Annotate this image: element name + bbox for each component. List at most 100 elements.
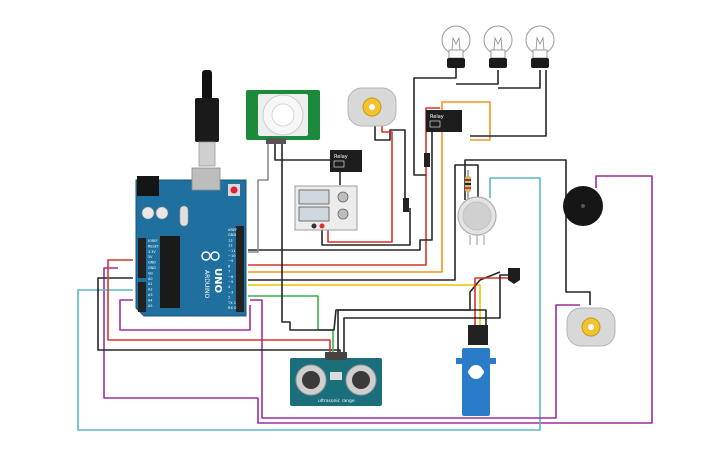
ultrasonic-pins[interactable]	[325, 352, 347, 360]
pir-pins[interactable]	[266, 138, 286, 144]
arduino-uno-board[interactable]: ARDUINO UNO AREFGND1312~11~10~987~6~54~3…	[135, 70, 247, 317]
wire-yellow-servo[interactable]	[248, 284, 481, 330]
power-pin-label: 5V	[148, 255, 153, 259]
wire-black-bulbs-relay[interactable]	[470, 70, 547, 137]
wire-black-bulbs-3[interactable]	[498, 70, 541, 89]
power-pin-label: A2	[148, 288, 152, 292]
power-supply-display	[298, 206, 330, 222]
relay-icon	[429, 120, 441, 128]
wire-cyan-loop[interactable]	[77, 177, 541, 431]
light-bulb-icon[interactable]	[525, 25, 555, 68]
digital-pin-label: TX 1	[227, 301, 236, 305]
digital-pin-label: 13	[228, 238, 233, 242]
slide-switch[interactable]	[424, 153, 430, 167]
light-bulb-icon[interactable]	[483, 25, 513, 68]
capacitor	[155, 206, 169, 220]
power-pin-label: 3.3V	[148, 250, 156, 254]
dc-motor-bottom[interactable]	[566, 307, 616, 347]
power-pin-label: IOREF	[148, 239, 158, 243]
slide-switch[interactable]	[403, 198, 409, 212]
power-pin-label: A3	[148, 293, 152, 297]
wire-black-gas-right[interactable]	[464, 159, 591, 305]
relay-label: Relay	[334, 154, 348, 160]
wire-orange-relay[interactable]	[248, 101, 491, 273]
wire-black-relay2[interactable]	[248, 130, 433, 251]
power-pin-label: RESET	[148, 244, 160, 248]
usb-port	[191, 167, 221, 191]
usb-plug	[195, 98, 219, 142]
wire-layer	[77, 68, 653, 431]
relay-module-2[interactable]: Relay	[426, 110, 462, 132]
reset-button-cap[interactable]	[230, 186, 238, 194]
digital-pin-label: ~10	[228, 254, 236, 258]
servo-horn[interactable]	[468, 369, 484, 375]
relay-body	[330, 150, 362, 172]
wire-black-sonar[interactable]	[343, 274, 512, 358]
arduino-model: UNO	[212, 268, 223, 293]
pir-sensor[interactable]	[246, 90, 320, 144]
resistor[interactable]	[465, 170, 471, 200]
power-pin-label: A1	[148, 282, 152, 286]
pir-lens	[271, 103, 295, 127]
digital-pin-label: ~6	[228, 275, 234, 279]
wire-red-left[interactable]	[107, 259, 331, 358]
wire-black-bulbs-2[interactable]	[456, 70, 499, 85]
analog-header[interactable]	[138, 282, 146, 312]
power-supply-knob[interactable]	[337, 208, 349, 220]
digital-pin-label: ~5	[228, 280, 233, 284]
ultrasonic-sensor[interactable]: ultrasonic range	[290, 352, 382, 406]
power-jack	[137, 176, 159, 196]
power-pin-label: A4	[148, 298, 152, 302]
ultrasonic-mesh	[302, 371, 320, 389]
digital-header[interactable]	[236, 226, 244, 312]
temperature-sensor[interactable]	[508, 268, 520, 284]
wire-black-motor-top[interactable]	[374, 120, 406, 200]
digital-pin-label: 8	[228, 264, 231, 268]
servo-connector[interactable]	[468, 325, 488, 345]
wire-purple-sonar[interactable]	[119, 299, 251, 331]
ultrasonic-label: ultrasonic range	[318, 398, 355, 404]
ultrasonic-crystal	[330, 372, 342, 380]
wire-black-bulbs-1[interactable]	[413, 68, 457, 176]
piezo-buzzer[interactable]	[563, 186, 603, 226]
power-pin-label: A5	[148, 304, 152, 308]
digital-pin-label: ~11	[228, 249, 236, 253]
power-pin-label: A0	[148, 277, 152, 281]
arduino-brand: ARDUINO	[203, 270, 210, 299]
power-supply-knob[interactable]	[337, 191, 349, 203]
digital-pin-label: 4	[228, 285, 231, 289]
relay-body	[426, 110, 462, 132]
digital-pin-label: ~3	[228, 290, 233, 294]
relay-module-1[interactable]: Relay	[330, 150, 362, 172]
wire-purple-bottom-loop[interactable]	[103, 175, 653, 424]
power-supply-terminal[interactable]	[319, 223, 325, 229]
wire-red-relay[interactable]	[248, 107, 440, 266]
wire-black-pir[interactable]	[274, 143, 330, 161]
wire-black-pir-ard[interactable]	[281, 143, 501, 331]
dc-motor-shaft	[369, 104, 375, 110]
wire-black-supply[interactable]	[321, 208, 411, 246]
usb-cable	[202, 70, 212, 100]
power-supply-terminal[interactable]	[311, 223, 317, 229]
digital-pin-label: 7	[228, 270, 230, 274]
wire-purple-motor[interactable]	[250, 299, 580, 419]
power-header[interactable]	[138, 238, 146, 278]
wire-gray-pir[interactable]	[248, 143, 269, 253]
light-bulb-icon[interactable]	[441, 25, 471, 68]
wire-black-gas[interactable]	[248, 164, 479, 281]
digital-pin-label: ~9	[228, 259, 234, 263]
servo-motor[interactable]	[456, 325, 496, 416]
digital-pin-label: RX 0	[228, 306, 237, 310]
power-pin-label: GND	[148, 261, 156, 265]
servo-mount	[456, 358, 496, 364]
digital-pin-label: 12	[228, 244, 233, 248]
wire-red-motor-top[interactable]	[327, 122, 393, 243]
gas-sensor-mesh	[462, 201, 492, 231]
gas-sensor[interactable]	[457, 196, 497, 245]
ultrasonic-mesh	[352, 371, 370, 389]
power-supply[interactable]	[294, 185, 358, 231]
dc-motor-top[interactable]	[347, 87, 397, 127]
dc-motor-shaft	[588, 324, 594, 330]
